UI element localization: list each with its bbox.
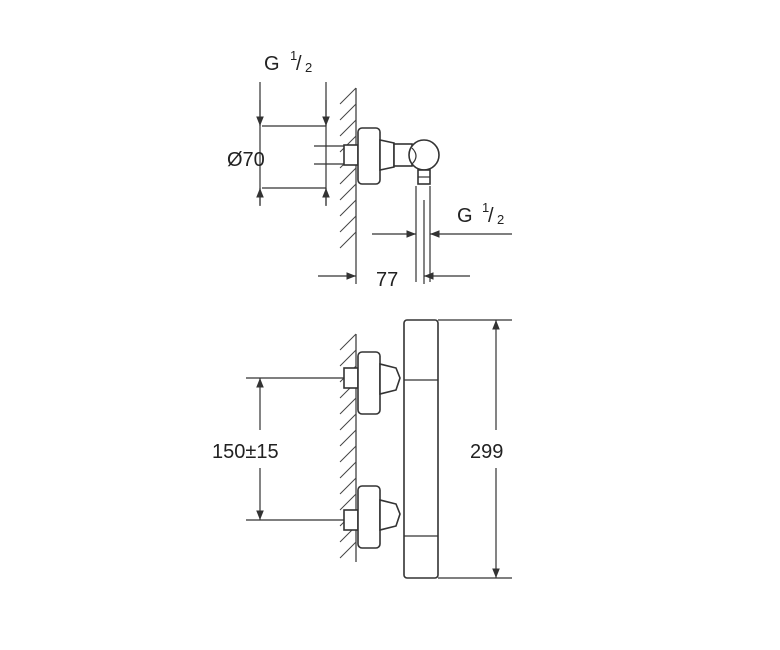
valve-body-front — [403, 319, 439, 579]
thread-side-numerator: 1 — [482, 200, 489, 215]
wall-top — [339, 87, 357, 249]
thread-side-dimension: G 1 / 2 — [372, 186, 512, 282]
depth-dimension: 77 — [318, 200, 470, 291]
thread-top-slash: / — [296, 53, 302, 75]
spacing-label: 150±15 — [212, 441, 279, 463]
top-view: G 1 / 2 Ø70 G 1 / 2 77 — [227, 48, 512, 291]
lower-connection — [343, 485, 401, 549]
depth-label: 77 — [376, 269, 398, 291]
valve-top-view — [343, 127, 440, 185]
thread-top-numerator: 1 — [290, 48, 297, 63]
spacing-dimension: 150±15 — [212, 377, 344, 521]
height-dimension: 299 — [438, 319, 512, 579]
thread-top-denominator: 2 — [305, 60, 312, 75]
thread-side-label: G — [457, 205, 473, 227]
thread-top-dimension: G 1 / 2 — [256, 48, 344, 206]
upper-connection — [343, 351, 401, 415]
thread-side-denominator: 2 — [497, 212, 504, 227]
front-view: 150±15 299 — [212, 319, 512, 579]
height-label: 299 — [470, 441, 503, 463]
diameter-label: Ø70 — [227, 149, 265, 171]
thread-side-slash: / — [488, 205, 494, 227]
thread-top-label: G — [264, 53, 280, 75]
